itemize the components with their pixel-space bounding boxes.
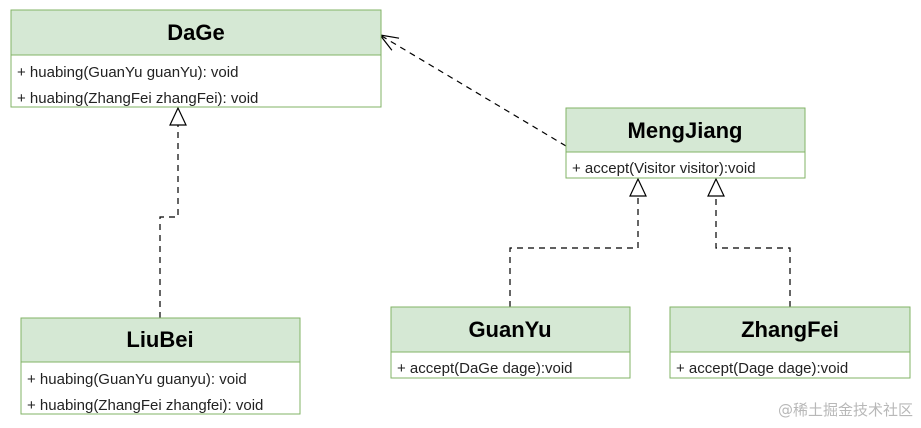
class-zhangfei[interactable]: ZhangFei + accept(Dage dage):void [669,306,911,379]
class-guanyu-method-1: + accept(DaGe dage):void [397,360,573,377]
triangle-arrowhead-dage [169,106,187,126]
class-mengjiang[interactable]: MengJiang + accept(Visitor visitor):void [565,107,806,179]
class-dage-header [10,9,382,56]
class-mengjiang-header [565,107,806,153]
dependency-mengjiang-to-dage [378,34,567,147]
class-zhangfei-method-1: + accept(Dage dage):void [676,360,848,377]
class-guanyu-name: GuanYu [468,317,551,342]
realization-guanyu-to-mengjiang [509,196,639,307]
class-dage-method-1: + huabing(GuanYu guanYu): void [17,64,238,81]
class-zhangfei-header [669,306,911,353]
class-liubei[interactable]: LiuBei + huabing(GuanYu guanyu): void + … [20,317,301,415]
class-zhangfei-name: ZhangFei [741,317,839,342]
class-mengjiang-name: MengJiang [628,118,743,143]
connectors [159,34,791,318]
inheritance-arrowheads [169,106,725,197]
watermark-text: @稀土掘金技术社区 [777,401,913,419]
realization-liubei-to-dage [159,125,179,318]
class-liubei-name: LiuBei [126,327,193,352]
class-dage[interactable]: DaGe + huabing(GuanYu guanYu): void + hu… [10,9,382,108]
class-liubei-method-2: + huabing(ZhangFei zhangfei): void [27,397,263,414]
triangle-arrowhead-mengjiang-left [629,177,647,197]
realization-zhangfei-to-mengjiang [715,196,791,307]
class-liubei-method-1: + huabing(GuanYu guanyu): void [27,371,247,388]
triangle-arrowhead-mengjiang-right [707,177,725,197]
class-dage-method-2: + huabing(ZhangFei zhangFei): void [17,90,258,107]
class-dage-name: DaGe [167,20,224,45]
class-liubei-header [20,317,301,363]
class-guanyu[interactable]: GuanYu + accept(DaGe dage):void [390,306,631,379]
class-guanyu-header [390,306,631,353]
class-mengjiang-method-1: + accept(Visitor visitor):void [572,160,756,177]
